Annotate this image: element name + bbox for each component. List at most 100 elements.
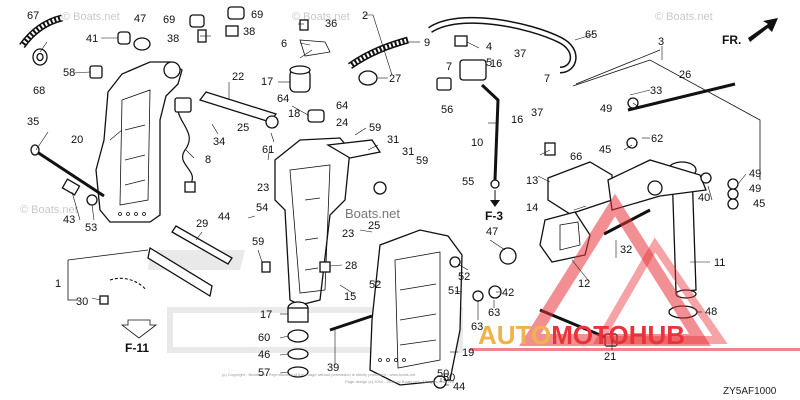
long-bolt-35 — [33, 148, 105, 198]
washer-52 — [449, 256, 461, 268]
callout-label: 37 — [531, 107, 543, 119]
callout-label: 16 — [511, 114, 523, 126]
callout-label: 49 — [600, 103, 612, 115]
callout-label: 68 — [33, 85, 45, 97]
callout-label: 7 — [446, 61, 452, 73]
tilt-shaft — [198, 91, 278, 123]
shaft-end — [265, 115, 279, 129]
callout-labels: 67 47 41 68 69 38 69 38 36 6 4 5 2 9 27 … — [27, 9, 765, 393]
nut-50 — [433, 375, 447, 389]
washer-53 — [86, 194, 98, 206]
callout-label: 5 — [486, 57, 492, 69]
callout-label: 51 — [448, 285, 460, 297]
nut-42 — [488, 285, 502, 299]
valve-16 — [459, 59, 487, 81]
callout-label: 52 — [458, 271, 470, 283]
callout-label: 39 — [327, 362, 339, 374]
callout-label: 3 — [658, 36, 664, 48]
fitting-55 — [490, 179, 500, 189]
mount-17-body — [287, 307, 309, 323]
cap-56 — [436, 77, 452, 91]
nut-45 — [727, 198, 739, 210]
tube-10 — [480, 83, 500, 181]
callout-label: 59 — [416, 155, 428, 167]
bolt-59 — [261, 261, 271, 273]
bracket-3-outline — [572, 59, 761, 180]
callout-label: 46 — [258, 349, 270, 361]
callout-label: 64 — [336, 100, 348, 112]
callout-label: 48 — [705, 306, 717, 318]
pin-29 — [171, 225, 233, 265]
bushing-18 — [307, 109, 325, 123]
callout-label: 47 — [134, 13, 146, 25]
callout-label: 16 — [490, 58, 502, 70]
callout-label: 23 — [257, 182, 269, 194]
stern-bracket-right — [369, 229, 463, 386]
callout-label: 65 — [585, 29, 597, 41]
callout-label: 7 — [544, 73, 550, 85]
callout-label: 66 — [570, 151, 582, 163]
bracket-holes — [118, 212, 146, 216]
stern-bracket-left — [95, 61, 183, 223]
logo-text: AUTOMOTOHUB — [478, 320, 685, 350]
washer-63 — [472, 290, 484, 302]
callout-label: 55 — [462, 176, 474, 188]
callout-label: 57 — [258, 367, 270, 379]
callout-label: 50 — [443, 372, 455, 384]
callout-label: 25 — [237, 122, 249, 134]
callout-label: 19 — [462, 347, 474, 359]
mount-60 — [287, 329, 309, 343]
clamp-4 — [454, 35, 468, 47]
callout-label: 4 — [486, 41, 492, 53]
callout-label: 67 — [27, 10, 39, 22]
swivel-case — [274, 137, 351, 306]
callout-label: 22 — [232, 71, 244, 83]
callout-label: 45 — [599, 144, 611, 156]
callout-label: 26 — [679, 69, 691, 81]
watermark: © Boats.net — [20, 204, 78, 216]
diagram-code: ZY5AF1000 — [723, 386, 777, 397]
anode-plate — [147, 246, 213, 298]
bolt-head-35 — [30, 144, 40, 156]
callout-label: 49 — [749, 168, 761, 180]
callout-label: 30 — [76, 296, 88, 308]
callout-label: 8 — [205, 154, 211, 166]
callout-label: 1 — [55, 278, 61, 290]
callout-label: 60 — [258, 332, 270, 344]
copyright-line: (c) Copyright - Boats.net - Reproduction… — [222, 372, 416, 377]
callout-label: 45 — [753, 198, 765, 210]
callout-label: 38 — [243, 26, 255, 38]
clip-69b — [227, 6, 245, 20]
callout-label: 47 — [486, 226, 498, 238]
callout-label: 21 — [604, 351, 616, 363]
callout-label: 17 — [260, 309, 272, 321]
callout-label: 50 — [437, 368, 449, 380]
section-ref-label: F-3 — [485, 209, 503, 223]
callout-label: 63 — [471, 321, 483, 333]
watermark: © Boats.net — [62, 11, 120, 23]
callout-label: 54 — [256, 202, 268, 214]
collar-47 — [499, 247, 517, 265]
callout-label: 59 — [252, 236, 264, 248]
rod-26 — [627, 82, 736, 112]
section-ref-f11: F-11 — [120, 319, 158, 355]
front-label: FR. — [722, 33, 741, 47]
callout-label: 63 — [488, 307, 500, 319]
callout-label: 64 — [277, 93, 289, 105]
pivot-bushing — [647, 180, 663, 196]
callout-label: 28 — [345, 260, 357, 272]
logo-part-moto: MOTO — [551, 320, 629, 350]
callout-label: 27 — [389, 73, 401, 85]
bolt-30 — [99, 295, 109, 305]
hose-67 — [19, 14, 63, 49]
callout-label: 34 — [213, 136, 225, 148]
callout-label: 43 — [63, 214, 75, 226]
callout-label: 37 — [514, 48, 526, 60]
section-ref-label: F-11 — [125, 341, 149, 355]
washer-47 — [133, 37, 151, 51]
bolt-39 — [329, 314, 373, 332]
callout-label: 38 — [167, 33, 179, 45]
swivel-arm — [325, 139, 382, 159]
callout-label: 12 — [578, 278, 590, 290]
